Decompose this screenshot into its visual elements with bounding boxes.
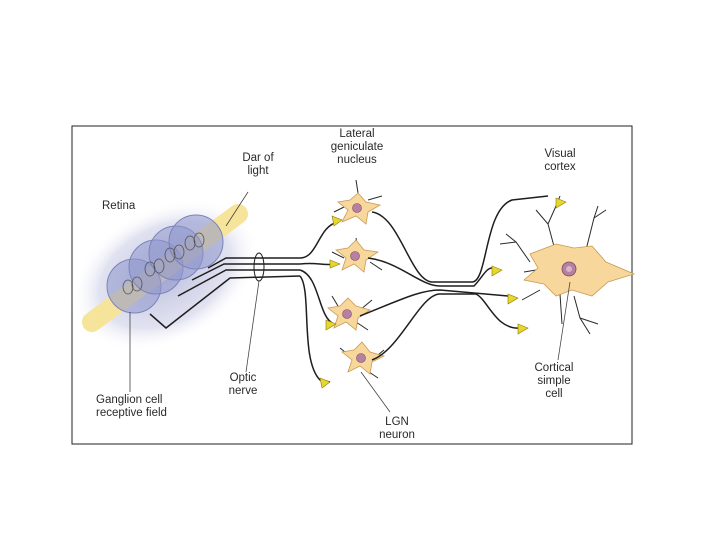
cortical-simple-cell-label: Cortical simple cell bbox=[534, 362, 574, 400]
leader-lines bbox=[129, 191, 571, 413]
cortex-input-terminals bbox=[491, 197, 567, 335]
lgn-neuron-2 bbox=[335, 239, 380, 273]
bar-of-light-label: Dar of light bbox=[242, 152, 274, 177]
lgn-neurons bbox=[327, 192, 386, 375]
visual-cortex-label: Visual cortex bbox=[544, 148, 576, 173]
cortical-simple-cell bbox=[523, 243, 636, 297]
lgn-neuron-label: LGN neuron bbox=[379, 416, 415, 441]
lgn-input-terminals bbox=[319, 215, 343, 389]
lgn-neuron-4 bbox=[341, 341, 386, 375]
receptive-fields bbox=[106, 214, 224, 314]
retina-label: Retina bbox=[102, 200, 136, 212]
receptive-field-4 bbox=[168, 214, 224, 270]
lgn-neuron-1 bbox=[337, 192, 382, 225]
ganglion-cell-receptive-field-label: Ganglion cell receptive field bbox=[96, 394, 167, 419]
optic-nerve-label: Optic nerve bbox=[228, 372, 258, 397]
lgn-to-cortex-axons bbox=[359, 195, 549, 361]
lgn-neuron-3 bbox=[327, 297, 371, 331]
ganglion-axons bbox=[149, 257, 301, 329]
lgn-title-label: Lateral geniculate nucleus bbox=[330, 128, 384, 166]
